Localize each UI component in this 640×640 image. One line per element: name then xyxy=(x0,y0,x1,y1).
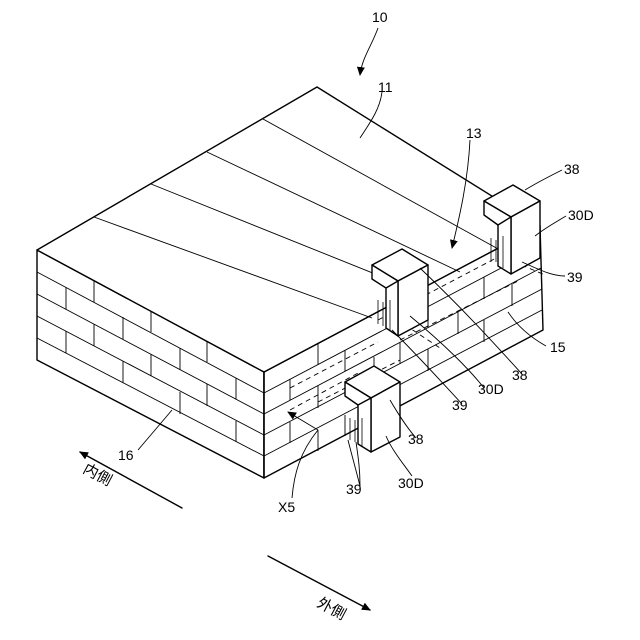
label-bracket-tr: 38 xyxy=(564,161,580,177)
label-bracket-low: 38 xyxy=(408,431,424,447)
label-floor: 11 xyxy=(378,79,393,95)
direction-arrows xyxy=(80,452,370,610)
label-front-wall: 15 xyxy=(550,339,566,355)
label-bracket-tr-code: 30D xyxy=(568,207,594,223)
label-anchor-right: 39 xyxy=(567,269,583,285)
label-assembly: 10 xyxy=(372,9,388,25)
label-left-wall: 16 xyxy=(118,447,134,463)
label-bracket-mid-code: 30D xyxy=(478,381,504,397)
label-bracket-mid: 38 xyxy=(512,367,528,383)
label-view-x5: X5 xyxy=(278,499,295,515)
label-inside: 内側 xyxy=(80,460,115,490)
label-anchor-low: 39 xyxy=(346,481,362,497)
label-bracket-low-code: 30D xyxy=(398,475,424,491)
label-groove: 13 xyxy=(466,125,482,141)
label-outside: 外側 xyxy=(314,594,349,624)
label-anchor-mid: 39 xyxy=(452,397,468,413)
